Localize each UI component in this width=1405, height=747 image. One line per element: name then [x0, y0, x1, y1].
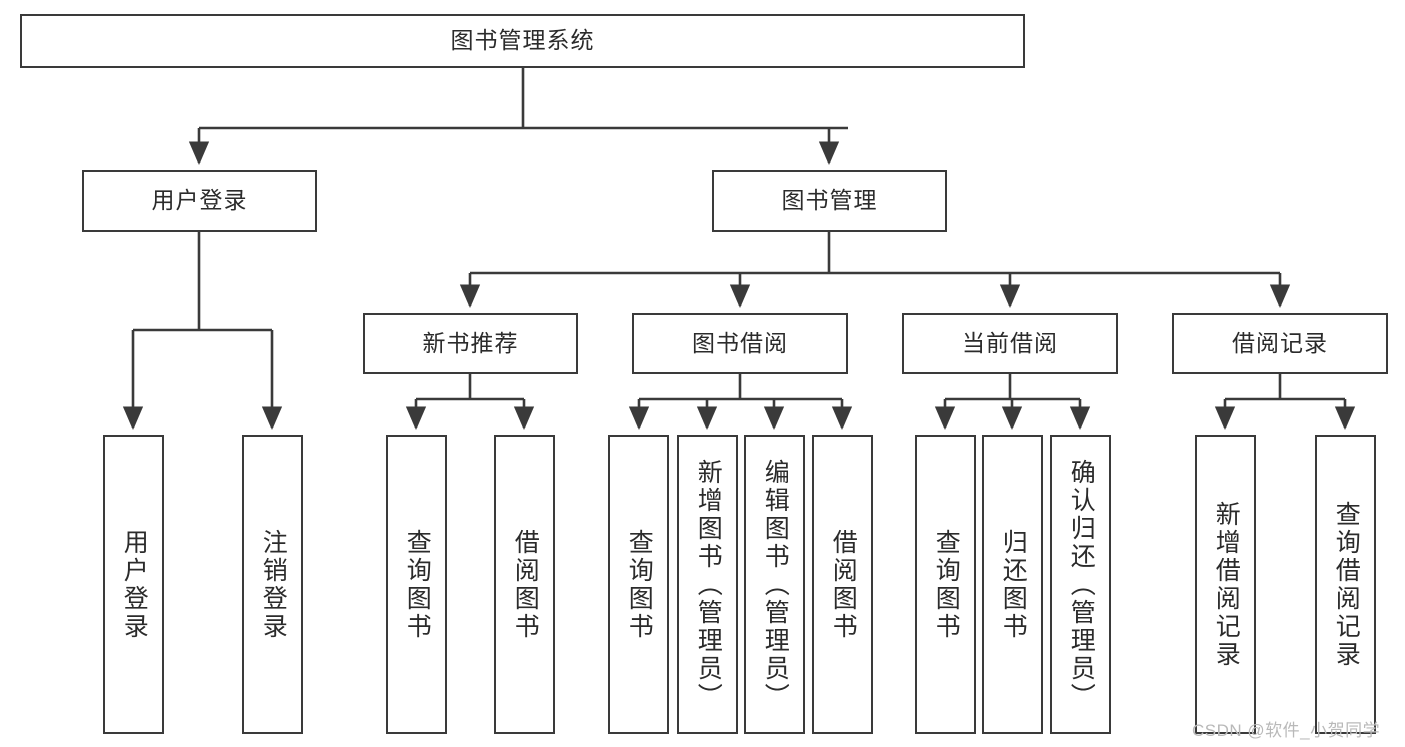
leaf-borrow-record-add[interactable]: 新增借阅记录 — [1195, 435, 1256, 734]
leaf-new-book-query[interactable]: 查询图书 — [386, 435, 447, 734]
node-label: 借阅图书 — [829, 528, 858, 641]
watermark-text: CSDN @软件_小贺同学 — [1192, 721, 1381, 740]
node-new-book-recommend[interactable]: 新书推荐 — [363, 313, 578, 374]
leaf-user-login-signout[interactable]: 注销登录 — [242, 435, 303, 734]
leaf-new-book-borrow[interactable]: 借阅图书 — [494, 435, 555, 734]
node-label: 新增借阅记录 — [1212, 500, 1241, 669]
leaf-borrow-record-query[interactable]: 查询借阅记录 — [1315, 435, 1376, 734]
node-label: 查询图书 — [932, 528, 961, 641]
csdn-watermark: CSDN @软件_小贺同学 — [1192, 716, 1380, 741]
node-root-system[interactable]: 图书管理系统 — [20, 14, 1025, 68]
node-label: 新增图书（管理员） — [694, 458, 723, 711]
leaf-current-borrow-query[interactable]: 查询图书 — [915, 435, 976, 734]
leaf-book-borrow-add[interactable]: 新增图书（管理员） — [677, 435, 738, 734]
node-current-borrow[interactable]: 当前借阅 — [902, 313, 1118, 374]
node-label: 确认归还（管理员） — [1067, 458, 1096, 711]
leaf-book-borrow-query[interactable]: 查询图书 — [608, 435, 669, 734]
node-label: 查询图书 — [625, 528, 654, 641]
node-label: 图书管理 — [781, 187, 878, 214]
node-user-login[interactable]: 用户登录 — [82, 170, 317, 232]
node-label: 查询借阅记录 — [1332, 500, 1361, 669]
node-label: 图书管理系统 — [450, 27, 595, 54]
node-label: 当前借阅 — [962, 329, 1058, 356]
node-label: 编辑图书（管理员） — [761, 458, 790, 711]
node-label: 借阅图书 — [511, 528, 540, 641]
node-label: 用户登录 — [120, 528, 149, 641]
leaf-current-borrow-return[interactable]: 归还图书 — [982, 435, 1043, 734]
node-book-management[interactable]: 图书管理 — [712, 170, 947, 232]
node-label: 注销登录 — [259, 528, 288, 641]
node-book-borrow[interactable]: 图书借阅 — [632, 313, 848, 374]
leaf-book-borrow-lend[interactable]: 借阅图书 — [812, 435, 873, 734]
node-label: 图书借阅 — [692, 329, 788, 356]
node-label: 新书推荐 — [422, 329, 519, 356]
leaf-current-borrow-confirm[interactable]: 确认归还（管理员） — [1050, 435, 1111, 734]
node-label: 查询图书 — [403, 528, 432, 641]
node-label: 归还图书 — [999, 528, 1028, 641]
node-borrow-record[interactable]: 借阅记录 — [1172, 313, 1388, 374]
leaf-user-login-signin[interactable]: 用户登录 — [103, 435, 164, 734]
leaf-book-borrow-edit[interactable]: 编辑图书（管理员） — [744, 435, 805, 734]
node-label: 借阅记录 — [1232, 329, 1328, 356]
node-label: 用户登录 — [151, 187, 248, 214]
